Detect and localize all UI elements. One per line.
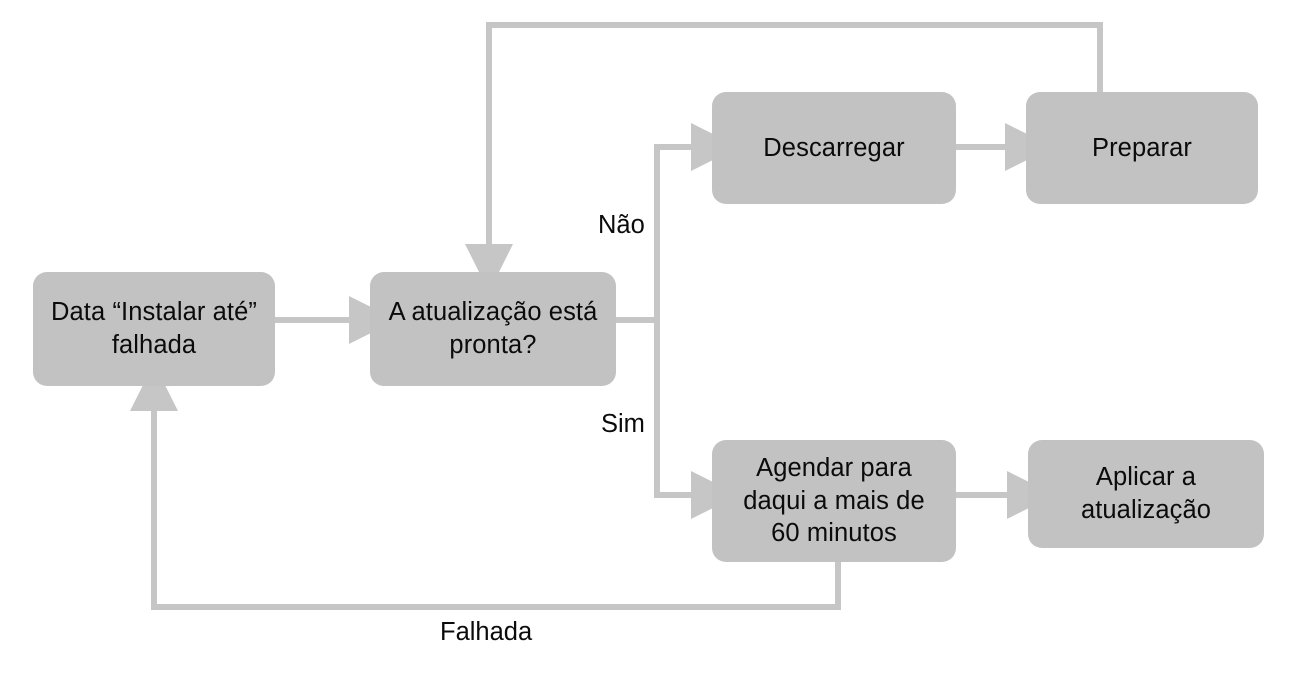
node-deadline-failed-label: Data “Instalar até” falhada xyxy=(51,298,257,359)
node-apply-update-label: Aplicar a atualização xyxy=(1080,463,1212,524)
node-apply-update[interactable]: Aplicar a atualização xyxy=(1028,440,1264,548)
edge-label-failed: Falhada xyxy=(440,618,533,646)
edge-label-yes: Sim xyxy=(601,410,645,438)
edge-schedule-to-deadline-loop xyxy=(130,363,841,610)
node-update-ready-label: A atualização está pronta? xyxy=(388,298,598,359)
node-download-label: Descarregar xyxy=(763,133,905,162)
edge-ready-to-schedule xyxy=(654,320,739,519)
node-prepare-label: Preparar xyxy=(1091,133,1192,162)
node-prepare[interactable]: Preparar xyxy=(1026,92,1258,204)
edge-label-no: Não xyxy=(598,211,645,239)
edge-prepare-to-ready-loop xyxy=(465,22,1103,292)
node-update-ready[interactable]: A atualização está pronta? xyxy=(370,272,616,386)
node-deadline-failed[interactable]: Data “Instalar até” falhada xyxy=(33,272,275,386)
node-download[interactable]: Descarregar xyxy=(712,92,956,204)
node-schedule-label: Agendar para daqui a mais de 60 minutos xyxy=(743,454,925,548)
node-schedule[interactable]: Agendar para daqui a mais de 60 minutos xyxy=(712,440,956,562)
edge-ready-to-download xyxy=(654,123,739,320)
